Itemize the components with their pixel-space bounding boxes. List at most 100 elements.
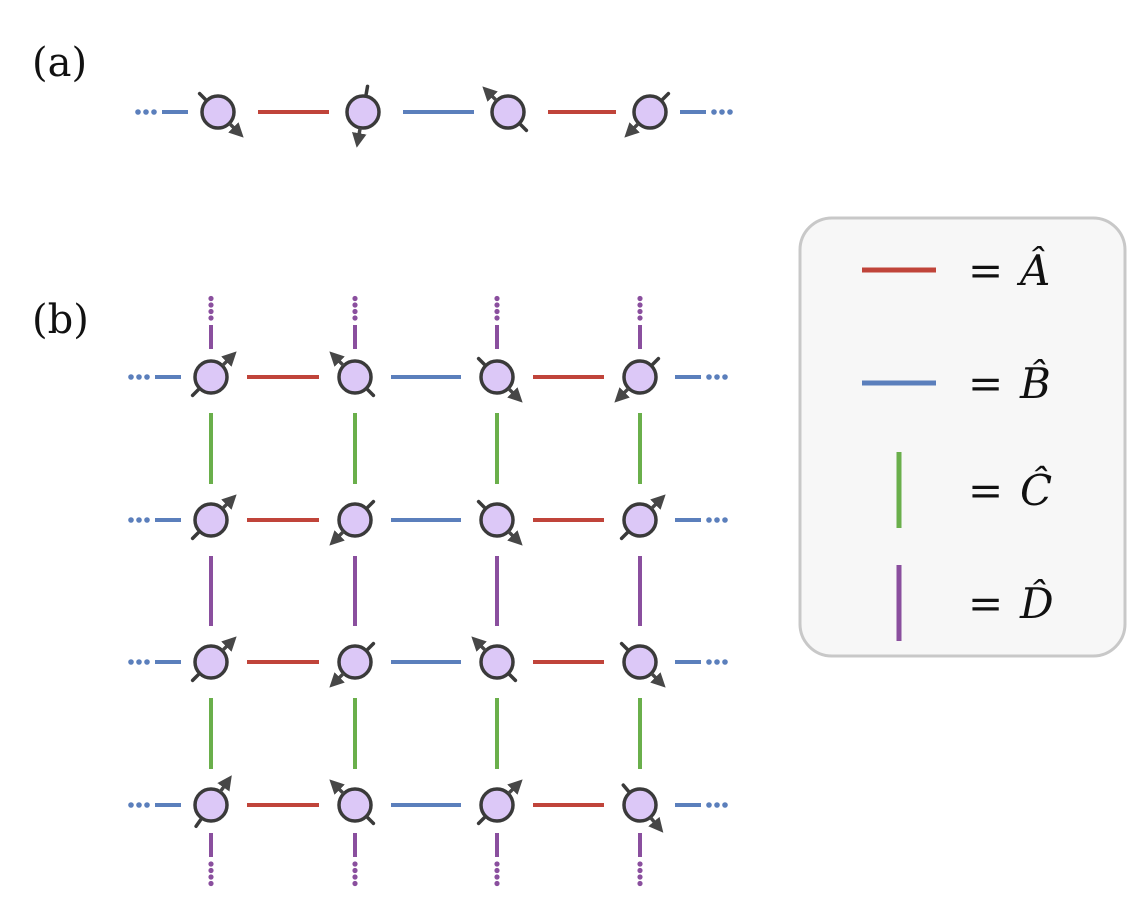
spin-arrow-icon — [471, 636, 487, 652]
dot — [208, 315, 214, 321]
spin-r1c4 — [614, 356, 661, 403]
spin-r3c1 — [190, 636, 237, 683]
continuation-dots — [208, 833, 214, 887]
legend-equals: = — [968, 359, 1003, 408]
spin-arrow-icon — [217, 775, 232, 793]
continuation-dots — [352, 295, 358, 349]
spin-arrow-icon — [507, 779, 523, 795]
continuation-dots — [675, 517, 728, 523]
dot — [352, 308, 358, 315]
dot — [143, 109, 149, 115]
dot — [637, 861, 643, 867]
panel-a-spin-chain — [135, 84, 733, 148]
spin-site — [337, 502, 373, 538]
dot — [352, 861, 358, 867]
spin-arrow-icon — [352, 127, 367, 148]
spin-site — [337, 359, 373, 395]
spin-site — [193, 644, 229, 680]
dot — [714, 659, 720, 665]
dot — [144, 802, 150, 808]
dot — [136, 802, 142, 808]
spin-arrow-icon — [329, 779, 345, 795]
dot — [727, 109, 733, 115]
legend-box — [798, 216, 1127, 658]
legend-equals: = — [968, 579, 1003, 628]
dot — [494, 295, 500, 302]
spin-arrow-icon — [329, 351, 345, 367]
dot — [136, 659, 142, 665]
dot — [135, 109, 141, 115]
legend-item-purple: =D̂ — [896, 565, 1054, 641]
legend-equals: = — [968, 246, 1003, 295]
dot — [208, 874, 214, 880]
dot — [128, 659, 134, 665]
dot — [208, 861, 214, 867]
spin-site — [632, 94, 668, 130]
spin-arrow-icon — [221, 494, 237, 510]
spin-r3c3 — [471, 636, 518, 683]
continuation-dots — [135, 109, 188, 115]
dot — [352, 874, 358, 880]
spin-arrow-icon — [507, 387, 523, 403]
legend: =Â=B̂=Ĉ=D̂ — [798, 216, 1127, 658]
continuation-dots — [494, 295, 500, 349]
continuation-dots — [128, 659, 181, 665]
spin-r3c2 — [329, 641, 376, 688]
dot — [722, 802, 728, 808]
dot — [714, 374, 720, 380]
continuation-dots — [208, 295, 214, 349]
dot — [494, 315, 500, 321]
spin-site — [622, 644, 658, 680]
spin-arrow-icon — [221, 636, 237, 652]
dot — [719, 109, 725, 115]
spin-site — [479, 359, 515, 395]
legend-symbol: Â — [1016, 245, 1050, 295]
spin-r2c4 — [619, 494, 666, 541]
spin-arrow-icon — [221, 351, 237, 367]
dot — [208, 880, 214, 887]
dot — [706, 802, 712, 808]
dot — [128, 802, 134, 808]
dot — [136, 517, 142, 523]
continuation-dots — [128, 374, 181, 380]
panel-b-spin-lattice — [128, 295, 728, 887]
spin-arrow-icon — [614, 387, 630, 403]
dot — [144, 517, 150, 523]
legend-item-green: =Ĉ — [896, 452, 1052, 528]
spin-arrow-icon — [507, 530, 523, 546]
spin-r1c1 — [190, 351, 237, 398]
dot — [722, 374, 728, 380]
spin-site — [345, 94, 381, 130]
spin-2 — [345, 84, 381, 148]
dot — [352, 880, 358, 887]
spin-site — [479, 787, 515, 823]
dot — [722, 517, 728, 523]
dot — [208, 302, 214, 308]
dot — [722, 659, 728, 665]
spin-arrow-icon — [650, 672, 666, 688]
spin-site — [622, 359, 658, 395]
dot — [494, 302, 500, 308]
dot — [494, 867, 500, 874]
continuation-dots — [637, 295, 643, 349]
spin-arrow-icon — [329, 672, 345, 688]
panel-b-label: (b) — [32, 297, 89, 343]
dot — [494, 880, 500, 887]
spin-r4c3 — [476, 779, 523, 826]
continuation-dots — [128, 517, 181, 523]
dot — [706, 374, 712, 380]
panel-a-label: (a) — [32, 40, 87, 86]
dot — [136, 374, 142, 380]
spin-3 — [482, 86, 529, 133]
spin-r3c4 — [619, 641, 666, 688]
continuation-dots — [675, 659, 728, 665]
spin-arrow-icon — [624, 122, 640, 138]
spin-arrow-icon — [228, 122, 244, 138]
spin-r1c2 — [329, 351, 376, 398]
dot — [144, 374, 150, 380]
spin-site — [337, 787, 373, 823]
spin-site — [337, 644, 373, 680]
spin-site — [490, 94, 526, 130]
dot — [637, 295, 643, 302]
